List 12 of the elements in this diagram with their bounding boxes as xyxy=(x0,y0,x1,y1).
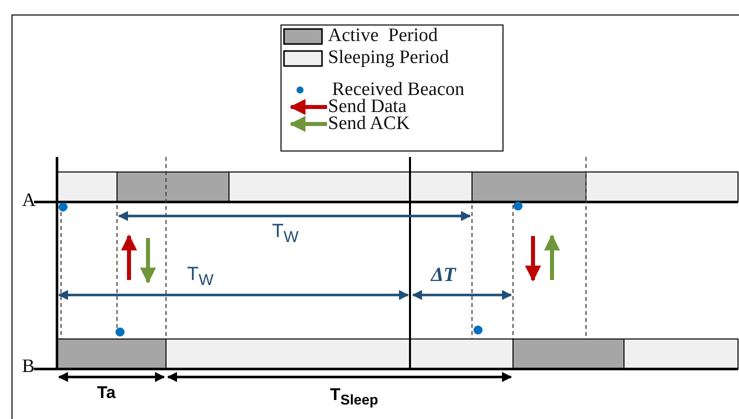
period-label: T$_{W}$ xyxy=(272,222,299,246)
legend-text: Sleeping Period xyxy=(328,48,449,67)
row-label: A xyxy=(22,191,36,210)
offset-label: ΔT xyxy=(431,265,456,285)
legend-text: Send ACK xyxy=(328,114,410,133)
legend-text: Send Data xyxy=(328,97,407,116)
legend-text: Active Period xyxy=(328,26,438,45)
legend-text: Received Beacon xyxy=(332,80,464,99)
duration-label: Ta xyxy=(97,384,116,401)
period-label: T$_{W}$ xyxy=(187,265,214,289)
row-label: B xyxy=(22,357,35,376)
duration-label: T$_{Sleep}$ xyxy=(330,386,378,408)
